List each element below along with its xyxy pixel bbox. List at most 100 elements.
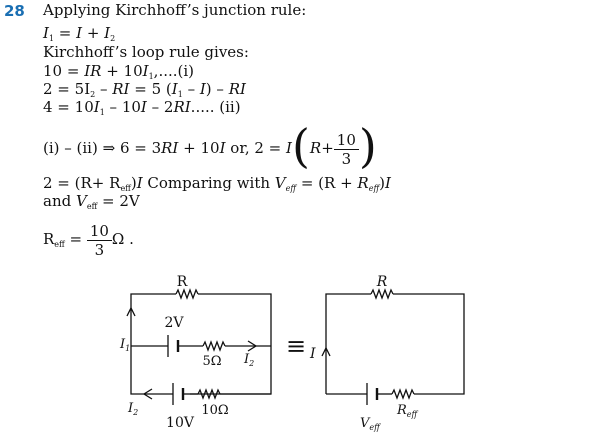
left-wire-bottom-left [130,346,173,395]
resistor-5ohm [202,340,226,352]
eq3-d: I [140,98,147,116]
equation-3: 4 = 10I1 – 10I – 2RI..... (ii) [43,99,241,121]
eq4-a: (i) – (ii) ⇒ 6 = 3 [43,139,162,157]
eq2-f: – [182,80,200,98]
eq6-b-sub: eff [86,202,98,211]
label-i-right: I [309,346,316,362]
eq2-b: – [95,80,113,98]
eq7-a: R [43,230,55,248]
resistor-reff [391,388,415,400]
eq3-f: RI [173,98,191,116]
equation-4: (i) – (ii) ⇒ 6 = 3RI + 10I or, 2 = I(R+1… [43,123,377,172]
left-wire-top-right [190,293,272,395]
arrow-i2-left-icon [142,388,153,400]
left-circuit [130,288,272,400]
eq4-b: RI [161,139,179,157]
label-i2-mid: I2 [243,352,254,368]
label-i1-main: I [119,337,126,352]
eq4-d: I [219,139,226,157]
left-paren: ( [291,119,310,173]
eq3-g: ..... (ii) [190,98,241,116]
eq-i1: I [43,24,49,42]
eq2-d: = 5 ( [129,80,172,98]
arrow-i2-right-icon [247,340,258,352]
resistor-r-left [175,288,199,300]
eq5-e-sub: eff [285,184,297,193]
eq3-e: – 2 [146,98,174,116]
label-veff-main: V [360,416,371,431]
label-reff-main: R [396,403,407,418]
right-wire-left [325,293,371,394]
eq6-a: and [43,192,76,210]
eq4-e: or, 2 = [225,139,287,157]
eq1-e: ,....(i) [153,62,195,80]
right-paren: ) [358,119,377,173]
eq1-d: I [142,62,149,80]
eq7-num: 10 [86,222,112,241]
eq7-b: = [64,230,87,248]
label-i2-bot-sub: 2 [132,408,138,417]
eq2-e-sub: 1 [177,90,183,99]
loop-heading: Kirchhoff’s loop rule gives: [43,43,249,61]
equation-1: 10 = IR + 10I1,....(i) [43,63,194,85]
eq4-den: 3 [341,149,352,168]
eq6-b: V [75,192,87,210]
eq4-f: I [286,139,292,157]
eq1-b: IR [84,62,102,80]
resistor-10ohm [197,388,221,400]
label-reff: Reff [396,403,419,419]
left-arrows [126,306,258,400]
label-r-left: R [177,274,188,290]
right-wire-right [393,293,465,395]
eq7-den: 3 [94,240,105,259]
label-veff-sub: eff [369,423,381,432]
eq5-g: R [357,174,369,192]
left-wire-top-left [130,293,176,346]
eq5-g-sub: eff [368,184,380,193]
label-i1-sub: 1 [125,344,130,353]
label-i2-bot-main: I [127,401,134,416]
eq7-a-sub: eff [54,240,65,249]
label-10ohm: 10Ω [201,403,228,418]
eq1-c: + 10 [101,62,143,80]
eq2-c: RI [112,80,130,98]
eq5-a-sub: eff [120,184,131,193]
question-number: 28 [4,2,25,20]
label-reff-sub: eff [407,410,419,419]
equation-5: 2 = (R+ Reff)I Comparing with Veff = (R … [43,175,391,197]
label-i1: I1 [119,337,130,353]
label-10v: 10V [166,415,195,431]
eq3-b-sub: 1 [99,108,105,117]
resistor-r-right [370,288,394,300]
eq5-b: ) [130,174,137,192]
eq1-a: 10 = [43,62,85,80]
eq7-c: Ω . [111,230,134,248]
eq2-g: I [199,80,206,98]
eq3-b: I [93,98,100,116]
equation-6: and Veff = 2V [43,193,140,215]
eq2-h: ) – [205,80,229,98]
heading: Applying Kirchhoff’s junction rule: [43,1,307,19]
eq4-num: 10 [333,131,359,150]
eq4-g: R+ [309,139,334,157]
eq1-d-sub: 1 [148,72,154,81]
label-5ohm: 5Ω [202,354,221,369]
eq5-a: 2 = (R+ R [43,174,121,192]
equation-2: 2 = 5I2 – RI = 5 (I1 – I) – RI [43,81,246,103]
label-2v: 2V [164,315,184,331]
eq2-a: 2 = 5I [43,80,91,98]
label-i2-bot: I2 [127,401,138,417]
eq5-d: Comparing with [142,174,275,192]
eq4-c: + 10 [178,139,220,157]
arrow-i-up-icon [321,346,331,357]
eq-i2-sub: 2 [110,34,116,43]
eq2-i: RI [228,80,246,98]
arrow-i1-up-icon [126,306,136,317]
eq5-f: = (R + [296,174,358,192]
eq6-c: = 2V [97,192,140,210]
eq2-a-sub: 2 [90,90,96,99]
eq3-c: – 10 [104,98,141,116]
